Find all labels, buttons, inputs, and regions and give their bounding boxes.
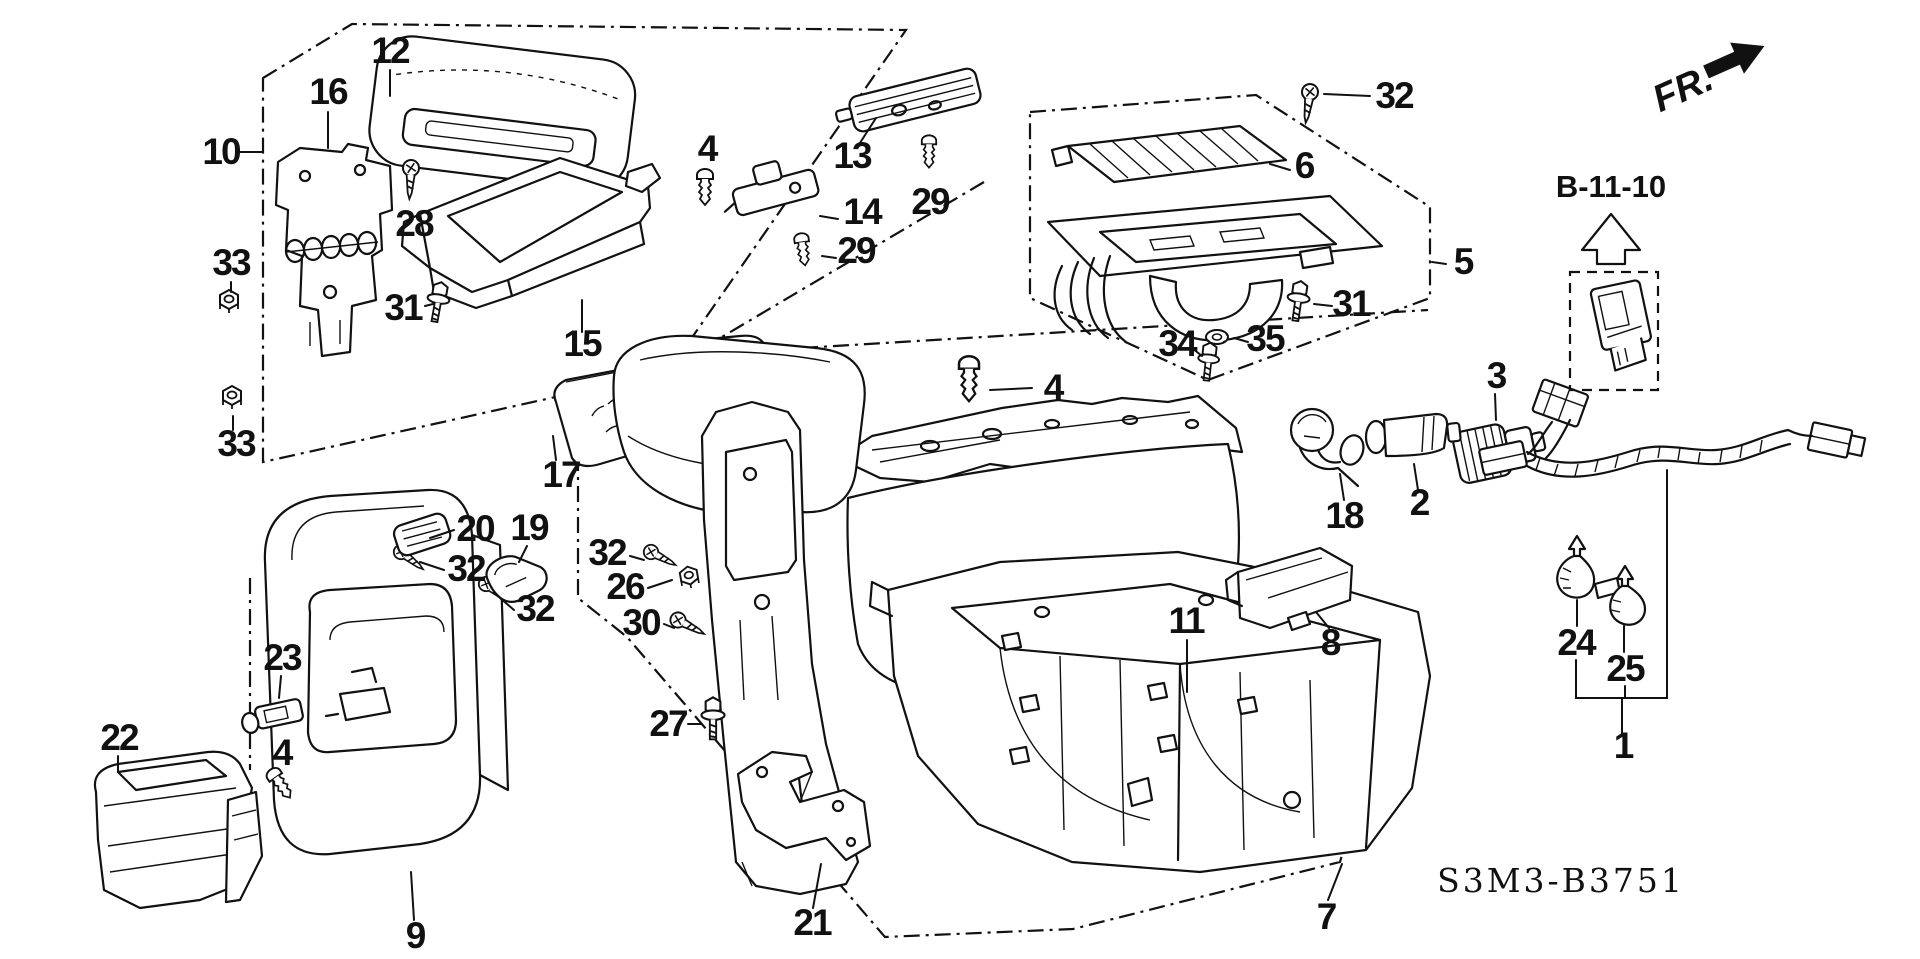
callout-3: 3 (1487, 355, 1507, 396)
callout-6: 6 (1295, 145, 1315, 186)
part-screw-32-topright (1296, 81, 1321, 125)
part-washer-35 (1205, 328, 1229, 345)
callout-20: 20 (456, 508, 495, 549)
callout-24: 24 (1557, 622, 1597, 663)
callout-11: 11 (1168, 600, 1205, 641)
part-garnish-20 (392, 512, 452, 557)
callout-25: 25 (1606, 648, 1645, 689)
part-lock-catch-14 (624, 160, 820, 217)
callout-26: 26 (606, 566, 645, 607)
callout-33: 33 (212, 242, 251, 283)
part-lighter-knob-18 (1289, 407, 1365, 488)
part-screw-32-c (640, 541, 680, 573)
callout-8: 8 (1321, 622, 1341, 663)
part-pocket-lid-8 (1224, 546, 1354, 632)
callout-30: 30 (622, 602, 661, 643)
part-armrest-lid-12 (368, 35, 637, 190)
part-pocket-tray-22 (93, 750, 264, 910)
callout-22: 22 (100, 717, 139, 758)
part-clamp-24 (1556, 534, 1596, 599)
part-ashtray-body-5 (1046, 194, 1384, 344)
callout-19: 19 (510, 507, 549, 548)
callout-32: 32 (516, 588, 555, 629)
callout-4: 4 (1044, 367, 1065, 408)
callout-32: 32 (588, 532, 627, 573)
part-screw-30 (666, 608, 709, 642)
callout-4: 4 (273, 732, 294, 773)
fr-arrow-icon (1703, 42, 1765, 79)
callout-23: 23 (263, 637, 302, 678)
part-clip-29-a (920, 134, 938, 169)
part-clamp-25 (1593, 564, 1647, 626)
callout-17: 17 (542, 454, 580, 495)
outline-box-lower (800, 308, 1429, 410)
outline-box-10 (261, 22, 909, 464)
callout-27: 27 (649, 703, 687, 744)
callout-7: 7 (1317, 896, 1336, 937)
ref-dashed-box (1568, 270, 1660, 392)
outline-box-5 (1028, 93, 1432, 382)
part-clip-4-top (696, 168, 714, 206)
part-screw-28 (400, 158, 421, 201)
callout-4: 4 (698, 128, 719, 169)
part-socket-2 (1364, 412, 1462, 458)
part-lock-striker (624, 162, 662, 194)
callout-15: 15 (563, 323, 602, 364)
part-rear-panel-9 (263, 488, 510, 856)
callout-9: 9 (406, 915, 426, 956)
callout-2: 2 (1410, 482, 1430, 523)
callout-34: 34 (1158, 323, 1198, 364)
ref-label: B-11-10 (1556, 169, 1666, 204)
leader-lines (117, 69, 1668, 921)
part-clip-29-b (792, 231, 814, 268)
ref-switch-blank (1568, 212, 1660, 392)
part-bracket-21 (736, 750, 872, 862)
part-slide-garnish-13 (834, 67, 982, 133)
part-harness-1 (1478, 378, 1867, 478)
callout-29: 29 (837, 230, 876, 271)
callout-29: 29 (911, 181, 950, 222)
part-nut-33-lower (222, 385, 242, 410)
part-nut-33-upper (219, 289, 239, 314)
part-bolt-27 (700, 696, 726, 741)
callout-32: 32 (1375, 75, 1414, 116)
part-bolt-31-right (1283, 278, 1313, 324)
callout-21: 21 (793, 902, 832, 943)
part-nut-26 (677, 564, 701, 591)
callout-1: 1 (1614, 725, 1634, 766)
ref-b-11-10: B-11-10 (1556, 169, 1666, 204)
callout-31: 31 (384, 287, 423, 328)
callout-33: 33 (217, 423, 256, 464)
part-armrest-tray-15 (400, 156, 652, 310)
part-ashtray-grille-6 (1050, 124, 1288, 184)
callout-28: 28 (395, 203, 434, 244)
part-clip-4-mid (957, 355, 981, 403)
callout-16: 16 (309, 71, 348, 112)
callout-35: 35 (1246, 318, 1285, 359)
part-clip-23 (241, 698, 304, 734)
callout-14: 14 (843, 191, 883, 232)
callout-18: 18 (1325, 495, 1364, 536)
part-under-box-7 (868, 550, 1432, 874)
callout-12: 12 (371, 30, 410, 71)
callout-10: 10 (202, 131, 241, 172)
callout-1-bracket (1575, 469, 1668, 737)
callout-31: 31 (1332, 283, 1371, 324)
diagram-part-code: S3M3-B3751 (1437, 861, 1685, 900)
up-arrow-icon (1580, 212, 1642, 266)
callout-13: 13 (833, 135, 872, 176)
fr-direction-indicator: FR. (1647, 42, 1765, 121)
callout-32: 32 (447, 548, 486, 589)
part-bolt-31-left (422, 279, 454, 325)
callout-5: 5 (1454, 241, 1474, 282)
part-armrest-bracket-16 (274, 142, 394, 358)
